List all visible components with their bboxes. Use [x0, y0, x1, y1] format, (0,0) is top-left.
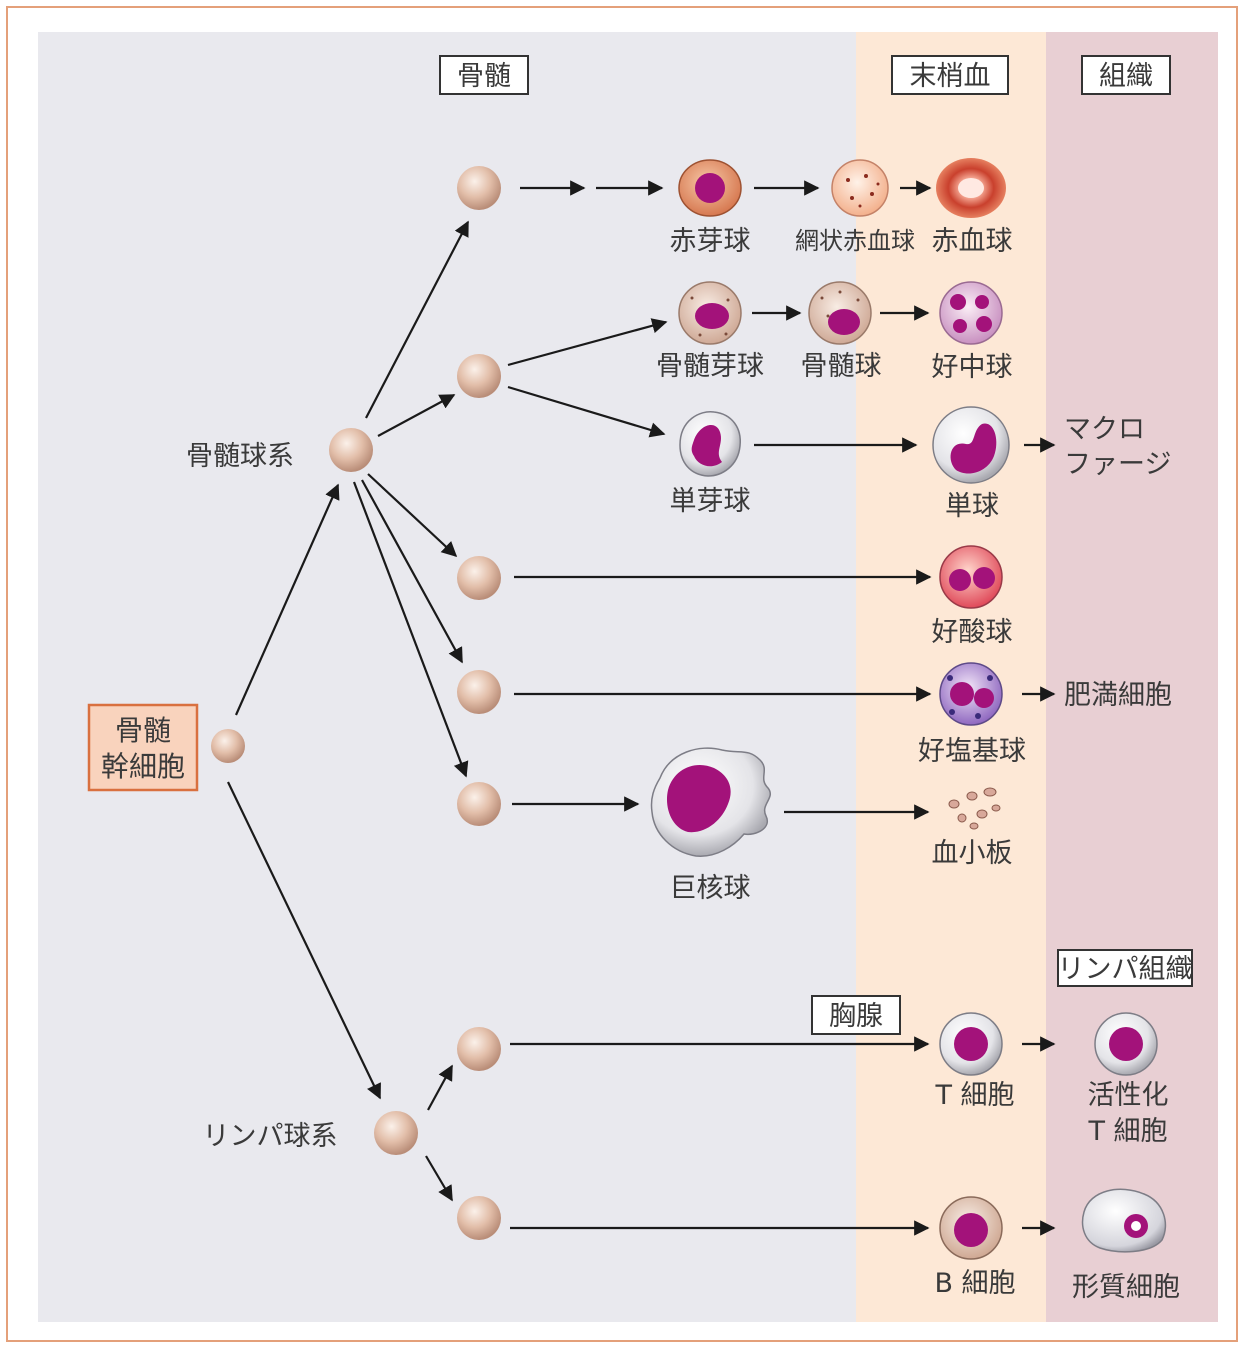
myelocyte-cell [808, 281, 872, 345]
header-bone-marrow: 骨髄 [439, 55, 529, 95]
tissue-zone [1046, 32, 1218, 1322]
svg-text:胸腺: 胸腺 [829, 1001, 883, 1032]
label-macrophage-1: マクロ [1064, 414, 1145, 445]
stem-cell-sphere [211, 729, 245, 763]
label-neutrophil: 好中球 [932, 352, 1013, 383]
plasma-cell [1081, 1188, 1167, 1253]
label-reticulocyte: 網状赤血球 [795, 227, 915, 255]
b-cell [939, 1196, 1003, 1260]
t-cell [939, 1012, 1003, 1076]
bone-marrow-zone [38, 32, 856, 1322]
label-lymphoid-lineage: リンパ球系 [203, 1121, 338, 1152]
label-activated-t-1: 活性化 [1088, 1080, 1169, 1111]
label-myeloblast: 骨髄芽球 [656, 351, 764, 382]
label-myelocyte: 骨髄球 [801, 351, 882, 382]
erythrocyte-cell [936, 158, 1006, 218]
monoblast-cell [679, 411, 741, 477]
label-myeloid-lineage: 骨髄球系 [186, 441, 294, 472]
svg-text:組織: 組織 [1099, 61, 1153, 92]
granulocyte-monocyte-progenitor [457, 354, 501, 398]
neutrophil-cell [939, 281, 1003, 345]
label-macrophage-2: ファージ [1064, 449, 1171, 480]
myeloid-progenitor [329, 428, 373, 472]
header-tissue: 組織 [1081, 55, 1171, 95]
header-lymph-tissue: リンパ組織 [1057, 949, 1193, 987]
myeloblast-cell [678, 281, 742, 345]
megakaryocyte-cell [650, 747, 771, 857]
lymphoid-progenitor [374, 1111, 418, 1155]
label-platelet: 血小板 [932, 838, 1013, 869]
label-b-cell: B 細胞 [934, 1268, 1015, 1299]
monocyte-cell [932, 406, 1010, 484]
svg-text:末梢血: 末梢血 [910, 61, 991, 92]
label-mast-cell: 肥満細胞 [1064, 680, 1172, 711]
label-eosinophil: 好酸球 [932, 617, 1013, 648]
label-basophil: 好塩基球 [918, 736, 1026, 767]
label-erythroblast: 赤芽球 [670, 226, 751, 257]
label-monoblast: 単芽球 [670, 486, 751, 517]
label-monocyte: 単球 [945, 491, 999, 522]
eosinophil-cell [939, 545, 1003, 609]
basophil-cell [939, 662, 1003, 726]
eosinophil-progenitor [457, 556, 501, 600]
label-t-cell: T 細胞 [934, 1080, 1014, 1111]
header-thymus: 胸腺 [811, 995, 901, 1035]
svg-text:リンパ組織: リンパ組織 [1058, 954, 1193, 985]
svg-text:幹細胞: 幹細胞 [101, 750, 185, 783]
t-progenitor [457, 1027, 501, 1071]
reticulocyte-cell [831, 159, 889, 217]
basophil-progenitor [457, 670, 501, 714]
b-progenitor [457, 1196, 501, 1240]
label-erythrocyte: 赤血球 [932, 226, 1013, 257]
erythroid-progenitor [457, 166, 501, 210]
svg-text:骨髄: 骨髄 [115, 714, 171, 747]
platelets [948, 787, 1001, 830]
header-peripheral-blood: 末梢血 [891, 55, 1009, 95]
stem-cell-box: 骨髄 幹細胞 [87, 703, 199, 792]
label-activated-t-2: T 細胞 [1087, 1116, 1167, 1147]
megakaryocyte-progenitor [457, 782, 501, 826]
arrows [227, 180, 1056, 1236]
label-megakaryocyte: 巨核球 [670, 873, 751, 904]
erythroblast-cell [678, 159, 742, 217]
svg-text:骨髄: 骨髄 [457, 61, 511, 92]
label-plasma-cell: 形質細胞 [1072, 1272, 1180, 1303]
activated-t-cell [1094, 1012, 1158, 1076]
